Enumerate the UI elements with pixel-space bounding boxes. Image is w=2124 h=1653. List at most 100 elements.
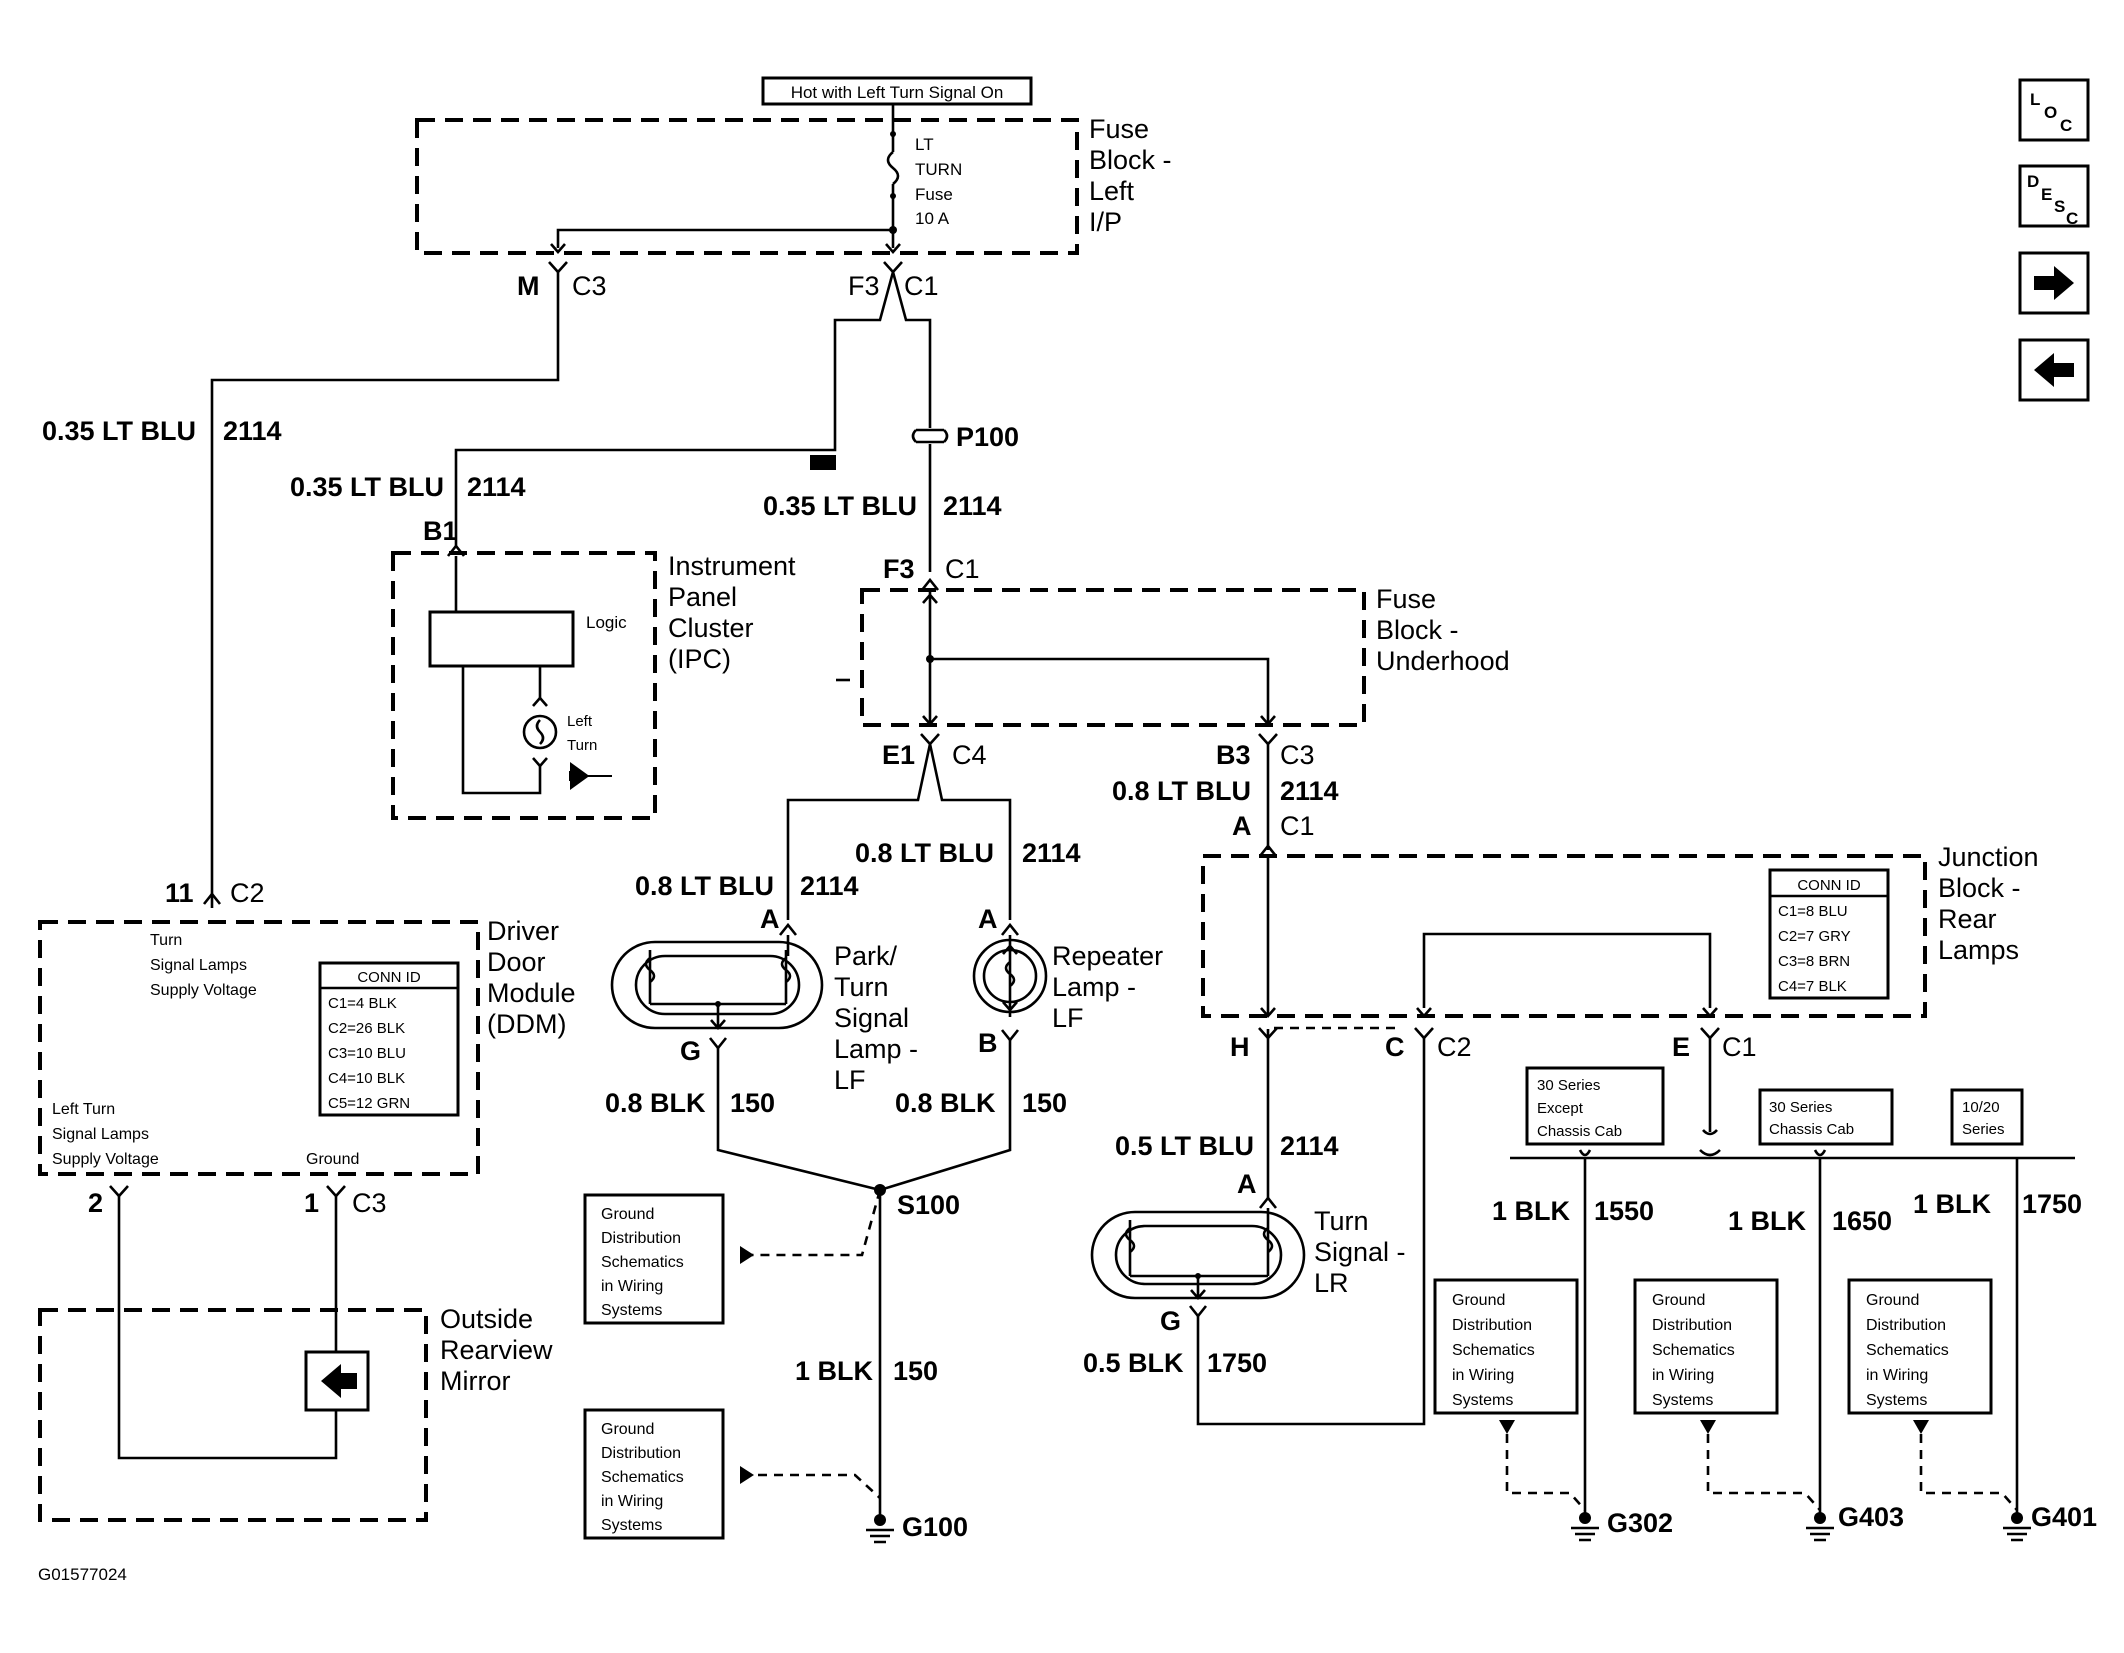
svg-text:C: C	[2066, 209, 2078, 228]
back-button[interactable]	[2018, 338, 2090, 402]
svg-text:30 Series: 30 Series	[1537, 1077, 1600, 1094]
svg-text:Fuse: Fuse	[1089, 114, 1149, 144]
svg-text:G401: G401	[2031, 1502, 2097, 1532]
svg-text:Block -: Block -	[1938, 873, 2021, 903]
svg-text:1750: 1750	[1207, 1348, 1267, 1378]
lamp-icon	[522, 714, 558, 750]
svg-text:Signal: Signal	[834, 1003, 909, 1033]
svg-text:Systems: Systems	[601, 1302, 662, 1319]
svg-text:in Wiring: in Wiring	[601, 1493, 663, 1510]
svg-text:Schematics: Schematics	[601, 1469, 684, 1486]
svg-text:B: B	[978, 1028, 998, 1058]
p100-connector: P100	[911, 422, 1019, 452]
svg-text:Left Turn: Left Turn	[52, 1101, 115, 1118]
junction-block-label: Junction Block - Rear Lamps	[1938, 842, 2039, 965]
svg-text:Left: Left	[1089, 176, 1135, 206]
fuse-block-left	[415, 118, 1079, 255]
svg-text:in Wiring: in Wiring	[1452, 1367, 1514, 1384]
svg-text:1550: 1550	[1594, 1196, 1654, 1226]
svg-text:1: 1	[304, 1188, 319, 1218]
loc-button[interactable]: L O C	[2018, 78, 2090, 142]
svg-text:Signal -: Signal -	[1314, 1237, 1406, 1267]
svg-text:1 BLK: 1 BLK	[1492, 1196, 1571, 1226]
series-box-30-chassis-cab: 30 Series Chassis Cab	[1758, 1088, 1894, 1146]
svg-text:C2: C2	[230, 878, 265, 908]
fuse-block-left-label: Fuse Block - Left I/P	[1089, 114, 1172, 237]
svg-text:Chassis Cab: Chassis Cab	[1537, 1123, 1622, 1140]
svg-text:A: A	[760, 904, 780, 934]
mirror-arrow-icon	[321, 1364, 357, 1398]
splice-pad	[810, 455, 836, 470]
svg-text:CONN ID: CONN ID	[357, 969, 421, 986]
ground-distribution-box-4[interactable]: Ground Distribution Schematics in Wiring…	[1633, 1278, 1779, 1415]
lt-turn-fuse-label: LT TURN Fuse 10 A	[915, 135, 962, 228]
turn-signal-lamp-lr	[1090, 1208, 1306, 1300]
svg-text:2114: 2114	[467, 472, 526, 502]
svg-text:Schematics: Schematics	[1652, 1342, 1735, 1359]
svg-text:P100: P100	[956, 422, 1019, 452]
svg-text:Left: Left	[567, 713, 593, 730]
svg-text:in Wiring: in Wiring	[1652, 1367, 1714, 1384]
ddm-conn-id-table: CONN ID C1=4 BLK C2=26 BLK C3=10 BLU C4=…	[318, 961, 460, 1117]
arrow-left-icon	[2034, 353, 2074, 387]
repeater-lamp-lf	[972, 935, 1048, 1017]
svg-text:Instrument: Instrument	[668, 551, 796, 581]
svg-text:B1: B1	[423, 516, 458, 546]
desc-button[interactable]: D E S C	[2018, 164, 2090, 228]
svg-text:Lamp -: Lamp -	[1052, 972, 1136, 1002]
svg-text:0.5 BLK: 0.5 BLK	[1083, 1348, 1184, 1378]
fuse-block-underhood-label: Fuse Block - Underhood	[1376, 584, 1510, 676]
svg-text:Repeater: Repeater	[1052, 941, 1163, 971]
svg-text:G302: G302	[1607, 1508, 1673, 1538]
svg-text:10 A: 10 A	[915, 209, 950, 228]
svg-text:E: E	[1672, 1032, 1690, 1062]
ground-g302-icon	[1571, 1512, 1599, 1542]
svg-text:LF: LF	[834, 1065, 866, 1095]
svg-text:G: G	[1160, 1306, 1181, 1336]
svg-text:C4=10 BLK: C4=10 BLK	[328, 1070, 405, 1087]
svg-text:Ground: Ground	[601, 1421, 654, 1438]
svg-text:C3=8 BRN: C3=8 BRN	[1778, 953, 1850, 970]
hot-note-box: Hot with Left Turn Signal On	[761, 76, 1033, 106]
svg-text:2114: 2114	[223, 416, 282, 446]
svg-text:Distribution: Distribution	[1452, 1317, 1532, 1334]
series-box-30-except-chassis-cab: 30 Series Except Chassis Cab	[1525, 1066, 1665, 1146]
svg-text:C3=10 BLU: C3=10 BLU	[328, 1045, 406, 1062]
svg-text:Lamps: Lamps	[1938, 935, 2019, 965]
driver-door-module	[38, 920, 480, 1176]
ground-distribution-box-5[interactable]: Ground Distribution Schematics in Wiring…	[1847, 1278, 1993, 1415]
jb-conn-id-table: CONN ID C1=8 BLU C2=7 GRY C3=8 BRN C4=7 …	[1768, 868, 1890, 1000]
svg-text:0.8 BLK: 0.8 BLK	[895, 1088, 996, 1118]
ground-distribution-box-2[interactable]: Ground Distribution Schematics in Wiring…	[583, 1408, 725, 1540]
ipc-box	[391, 551, 657, 820]
svg-text:E: E	[2041, 185, 2052, 204]
svg-text:0.35 LT BLU: 0.35 LT BLU	[763, 491, 917, 521]
svg-text:Mirror: Mirror	[440, 1366, 510, 1396]
svg-text:D: D	[2027, 172, 2039, 191]
svg-text:C1: C1	[1280, 811, 1315, 841]
svg-text:H: H	[1230, 1032, 1250, 1062]
hot-note: Hot with Left Turn Signal On	[791, 83, 1004, 102]
ground-distribution-box-1[interactable]: Ground Distribution Schematics in Wiring…	[583, 1193, 725, 1325]
svg-text:LT: LT	[915, 135, 934, 154]
svg-text:C: C	[2060, 116, 2072, 135]
svg-text:10/20: 10/20	[1962, 1099, 2000, 1116]
svg-text:Driver: Driver	[487, 916, 559, 946]
svg-text:11: 11	[165, 878, 194, 908]
svg-text:C3: C3	[1280, 740, 1315, 770]
svg-text:0.8 LT BLU: 0.8 LT BLU	[1112, 776, 1251, 806]
svg-text:G403: G403	[1838, 1502, 1904, 1532]
ground-distribution-box-3[interactable]: Ground Distribution Schematics in Wiring…	[1433, 1278, 1579, 1415]
svg-text:2114: 2114	[1280, 776, 1339, 806]
series-box-10-20: 10/20 Series	[1950, 1088, 2024, 1146]
mirror-label: Outside Rearview Mirror	[440, 1304, 553, 1396]
svg-text:C1: C1	[945, 554, 980, 584]
turn-signal-lr-label: Turn Signal - LR	[1314, 1206, 1406, 1298]
svg-text:CONN ID: CONN ID	[1797, 877, 1861, 894]
svg-text:(IPC): (IPC)	[668, 644, 731, 674]
next-button[interactable]	[2018, 251, 2090, 315]
svg-text:Rearview: Rearview	[440, 1335, 553, 1365]
svg-text:Door: Door	[487, 947, 546, 977]
svg-text:C1=4 BLK: C1=4 BLK	[328, 995, 397, 1012]
